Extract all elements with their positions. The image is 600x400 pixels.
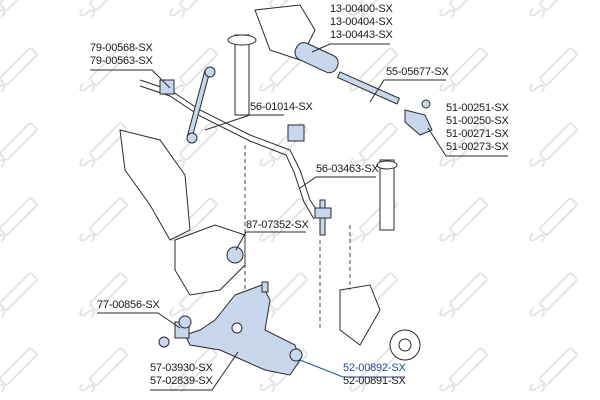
watermark-logo: [0, 47, 38, 93]
steering-rack-part: [254, 4, 339, 74]
label-stabilizer-link-right: 56-03463-SX: [316, 163, 379, 175]
watermark-logo: [439, 347, 488, 393]
watermark-logo: [0, 122, 38, 168]
label-tie-rod: 55-05677-SX: [386, 66, 449, 78]
tie-rod-part: [336, 71, 433, 136]
label-stabilizer-bushing-1: 79-00568-SX: [90, 42, 153, 54]
label-tie-rod-end-3: 51-00271-SX: [446, 128, 509, 140]
assembly-guides: [244, 145, 351, 330]
watermark-logo: [0, 197, 38, 243]
strut-left-part: [227, 34, 257, 116]
watermark-logo: [169, 347, 218, 393]
watermark-logo: [79, 272, 128, 318]
label-stabilizer-link-left: 56-01014-SX: [250, 101, 313, 113]
control-arm-part: [184, 281, 303, 376]
watermark-logo: [529, 122, 578, 168]
watermark-logo: [349, 122, 398, 168]
label-tie-rod-end-2: 51-00250-SX: [446, 115, 509, 127]
label-engine-mount: 87-07352-SX: [246, 219, 309, 231]
subframe-bracket-part: [119, 129, 246, 296]
label-ball-joint-2: 52-00891-SX: [343, 375, 406, 387]
label-tie-rod-end-4: 51-00273-SX: [446, 141, 509, 153]
label-ball-joint-1: 52-00892-SX: [343, 362, 406, 374]
stabilizer-bushing-part: [159, 79, 305, 142]
watermark-logo: [439, 197, 488, 243]
leader-lines: [90, 43, 508, 391]
watermark-logo: [79, 122, 128, 168]
watermark-logo: [529, 0, 578, 18]
strut-right-part: [376, 159, 398, 231]
watermark-logo: [439, 272, 488, 318]
watermark-logo: [529, 47, 578, 93]
watermark-logo: [0, 272, 38, 318]
stabilizer-link-left-part: [186, 66, 216, 144]
watermark-logo: [529, 197, 578, 243]
arm-bushing-part: [158, 315, 192, 348]
label-tie-rod-end-1: 51-00251-SX: [446, 102, 509, 114]
label-stabilizer-bushing-2: 79-00563-SX: [90, 55, 153, 67]
label-steering-rack-2: 13-00404-SX: [330, 16, 393, 28]
label-control-arm-2: 57-02839-SX: [150, 375, 213, 387]
watermark-logo: [439, 47, 488, 93]
watermark-logo: [529, 272, 578, 318]
label-arm-bushing: 77-00856-SX: [97, 299, 160, 311]
watermark-logo: [169, 0, 218, 18]
watermark-logo: [79, 347, 128, 393]
watermark-logo: [439, 0, 488, 18]
watermark-logo: [79, 0, 128, 18]
label-control-arm-1: 57-03930-SX: [150, 362, 213, 374]
stabilizer-link-right-part: [314, 199, 332, 236]
watermark-logo: [0, 347, 38, 393]
watermark-logo: [349, 0, 398, 18]
watermark-logo: [529, 347, 578, 393]
watermark-logo: [0, 0, 38, 18]
label-steering-rack-1: 13-00400-SX: [330, 3, 393, 15]
label-steering-rack-3: 13-00443-SX: [330, 29, 393, 41]
knuckle-part: [339, 284, 421, 361]
watermark-logo: [439, 122, 488, 168]
watermark-logo: [79, 197, 128, 243]
stabilizer-bar-part: [139, 79, 321, 220]
